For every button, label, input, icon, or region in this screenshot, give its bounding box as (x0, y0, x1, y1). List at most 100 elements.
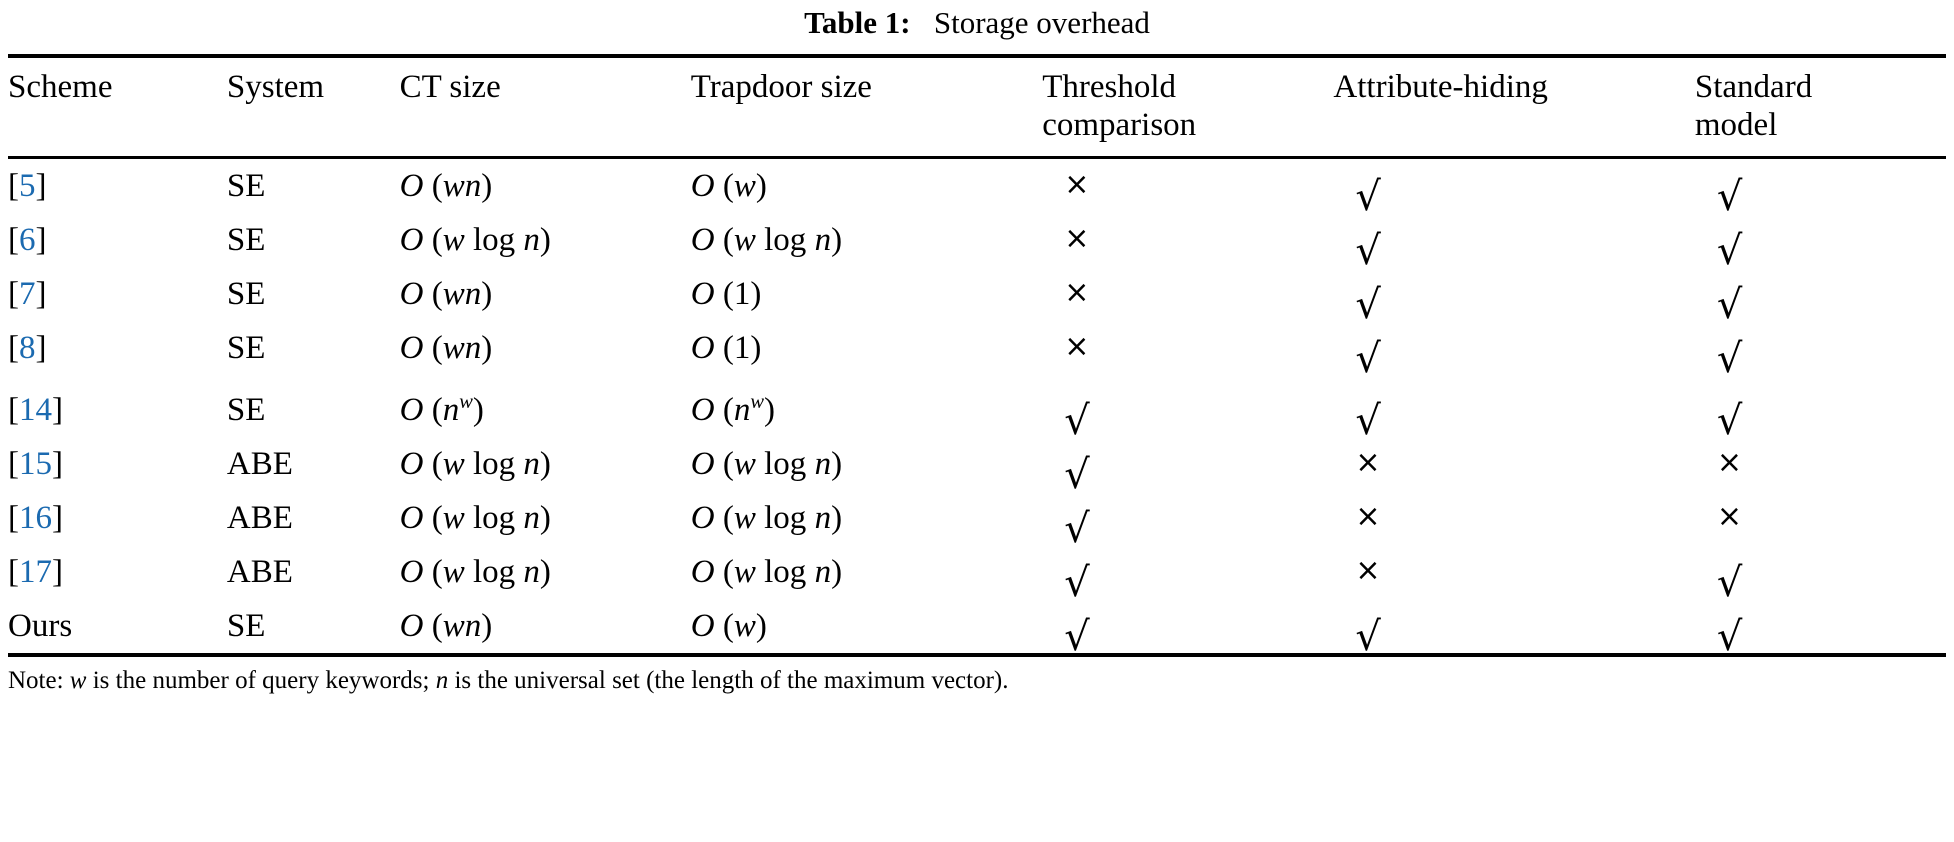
cell-standard-model: √ (1716, 228, 1743, 274)
table-row: [6] SE O (w log n) O (w log n) × √ √ (8, 213, 1946, 274)
cell-standard-model: × (1716, 445, 1743, 480)
table-bottom-rule (8, 653, 1946, 657)
cell-threshold-comparison: √ (1064, 614, 1090, 660)
column-header-trapdoor-size-line1: Trapdoor size (690, 69, 872, 105)
cell-attribute-hiding: √ (1355, 174, 1381, 220)
cell-threshold-comparison: × (1064, 329, 1090, 364)
column-header-threshold-comparison-line1: Threshold (1042, 69, 1177, 105)
table-footnote: Note: w is the number of query keywords;… (8, 657, 1946, 697)
cell-trapdoor-size: O (nw) (690, 391, 776, 428)
table-row: Ours SE O (wn) O (w) √ √ √ (8, 599, 1946, 660)
column-header-standard-model-line2: model (1694, 107, 1778, 143)
cell-system: SE (226, 608, 266, 644)
cell-standard-model: √ (1716, 398, 1743, 444)
cell-ct-size: O (wn) (399, 608, 493, 644)
table-header-rule (8, 156, 1946, 159)
footnote-var-w: w (69, 667, 87, 694)
cell-trapdoor-size: O (w) (690, 168, 767, 204)
cell-system: ABE (226, 446, 293, 482)
cell-scheme[interactable]: [15] (8, 446, 63, 482)
cell-threshold-comparison: × (1064, 221, 1090, 256)
column-header-standard-model-line1: Standard (1694, 69, 1813, 105)
cell-scheme[interactable]: Ours (8, 608, 73, 644)
table-row: [17] ABE O (w log n) O (w log n) √ × √ (8, 545, 1946, 606)
cell-attribute-hiding: × (1355, 445, 1381, 480)
cell-threshold-comparison: × (1064, 167, 1090, 202)
column-header-trapdoor-size: Trapdoor size (691, 58, 1042, 154)
cell-trapdoor-size: O (w) (690, 608, 767, 644)
footnote-var-n: n (435, 667, 449, 694)
cell-scheme[interactable]: [6] (8, 222, 47, 258)
cell-trapdoor-size: O (1) (690, 330, 762, 366)
cell-scheme[interactable]: [16] (8, 500, 63, 536)
cell-standard-model: √ (1716, 336, 1743, 382)
footnote-mid: is the number of query keywords; (86, 667, 436, 694)
cell-threshold-comparison: √ (1064, 506, 1090, 552)
cell-trapdoor-size: O (w log n) (690, 554, 843, 590)
cell-attribute-hiding: × (1355, 553, 1381, 588)
cell-scheme[interactable]: [17] (8, 554, 63, 590)
cell-system: SE (226, 168, 266, 204)
table-row: [7] SE O (wn) O (1) × √ √ (8, 267, 1946, 328)
cell-system: ABE (226, 554, 293, 590)
column-header-standard-model: Standard model (1695, 58, 1946, 154)
cell-ct-size: O (w log n) (399, 446, 551, 482)
cell-scheme[interactable]: [14] (8, 392, 63, 428)
cell-threshold-comparison: √ (1064, 560, 1090, 606)
cell-ct-size: O (wn) (399, 276, 493, 312)
cell-attribute-hiding: √ (1355, 614, 1381, 660)
cell-standard-model: √ (1716, 174, 1743, 220)
column-header-attribute-hiding: Attribute-hiding (1333, 58, 1694, 154)
column-header-scheme: Scheme (8, 58, 227, 154)
cell-ct-size: O (w log n) (399, 554, 551, 590)
cell-ct-size: O (w log n) (399, 222, 551, 258)
column-header-threshold-comparison-line2: comparison (1042, 107, 1197, 143)
cell-attribute-hiding: √ (1355, 336, 1381, 382)
cell-standard-model: √ (1716, 614, 1743, 660)
cell-trapdoor-size: O (w log n) (690, 222, 843, 258)
cell-system: SE (226, 222, 266, 258)
column-header-threshold-comparison: Threshold comparison (1042, 58, 1333, 154)
cell-trapdoor-size: O (w log n) (690, 446, 843, 482)
cell-trapdoor-size: O (w log n) (690, 500, 843, 536)
cell-scheme[interactable]: [5] (8, 168, 47, 204)
table-head: Scheme System CT size Trapdoor size Thre… (8, 58, 1946, 154)
cell-attribute-hiding: √ (1355, 282, 1381, 328)
column-header-system: System (227, 58, 400, 154)
cell-attribute-hiding: √ (1355, 398, 1381, 444)
cell-system: SE (226, 392, 266, 428)
column-header-ct-size: CT size (400, 58, 691, 154)
caption-text: Storage overhead (933, 5, 1150, 40)
footnote-prefix: Note: (8, 667, 70, 694)
cell-standard-model: √ (1716, 282, 1743, 328)
cell-scheme[interactable]: [8] (8, 330, 47, 366)
table-row: [14] SE O (nw) O (nw) √ √ √ (8, 375, 1946, 444)
cell-system: ABE (226, 500, 293, 536)
column-header-scheme-line1: Scheme (8, 69, 113, 105)
cell-standard-model: √ (1716, 560, 1743, 606)
cell-threshold-comparison: × (1064, 275, 1090, 310)
cell-threshold-comparison: √ (1064, 452, 1090, 498)
cell-threshold-comparison: √ (1064, 398, 1090, 444)
column-header-attribute-hiding-line1: Attribute-hiding (1333, 69, 1548, 105)
header-row: Scheme System CT size Trapdoor size Thre… (8, 58, 1946, 154)
cell-standard-model: × (1716, 499, 1743, 534)
cell-scheme[interactable]: [7] (8, 276, 47, 312)
caption-label: Table 1: (804, 5, 911, 40)
cell-ct-size: O (nw) (399, 391, 484, 428)
cell-attribute-hiding: √ (1355, 228, 1381, 274)
table-row: [15] ABE O (w log n) O (w log n) √ × × (8, 437, 1946, 498)
column-header-system-line1: System (226, 69, 325, 105)
cell-trapdoor-size: O (1) (690, 276, 762, 312)
cell-ct-size: O (w log n) (399, 500, 551, 536)
storage-overhead-table: Scheme System CT size Trapdoor size Thre… (8, 58, 1946, 154)
cell-system: SE (226, 276, 266, 312)
column-header-ct-size-line1: CT size (399, 69, 501, 105)
cell-system: SE (226, 330, 266, 366)
table-top-rule (8, 54, 1946, 58)
